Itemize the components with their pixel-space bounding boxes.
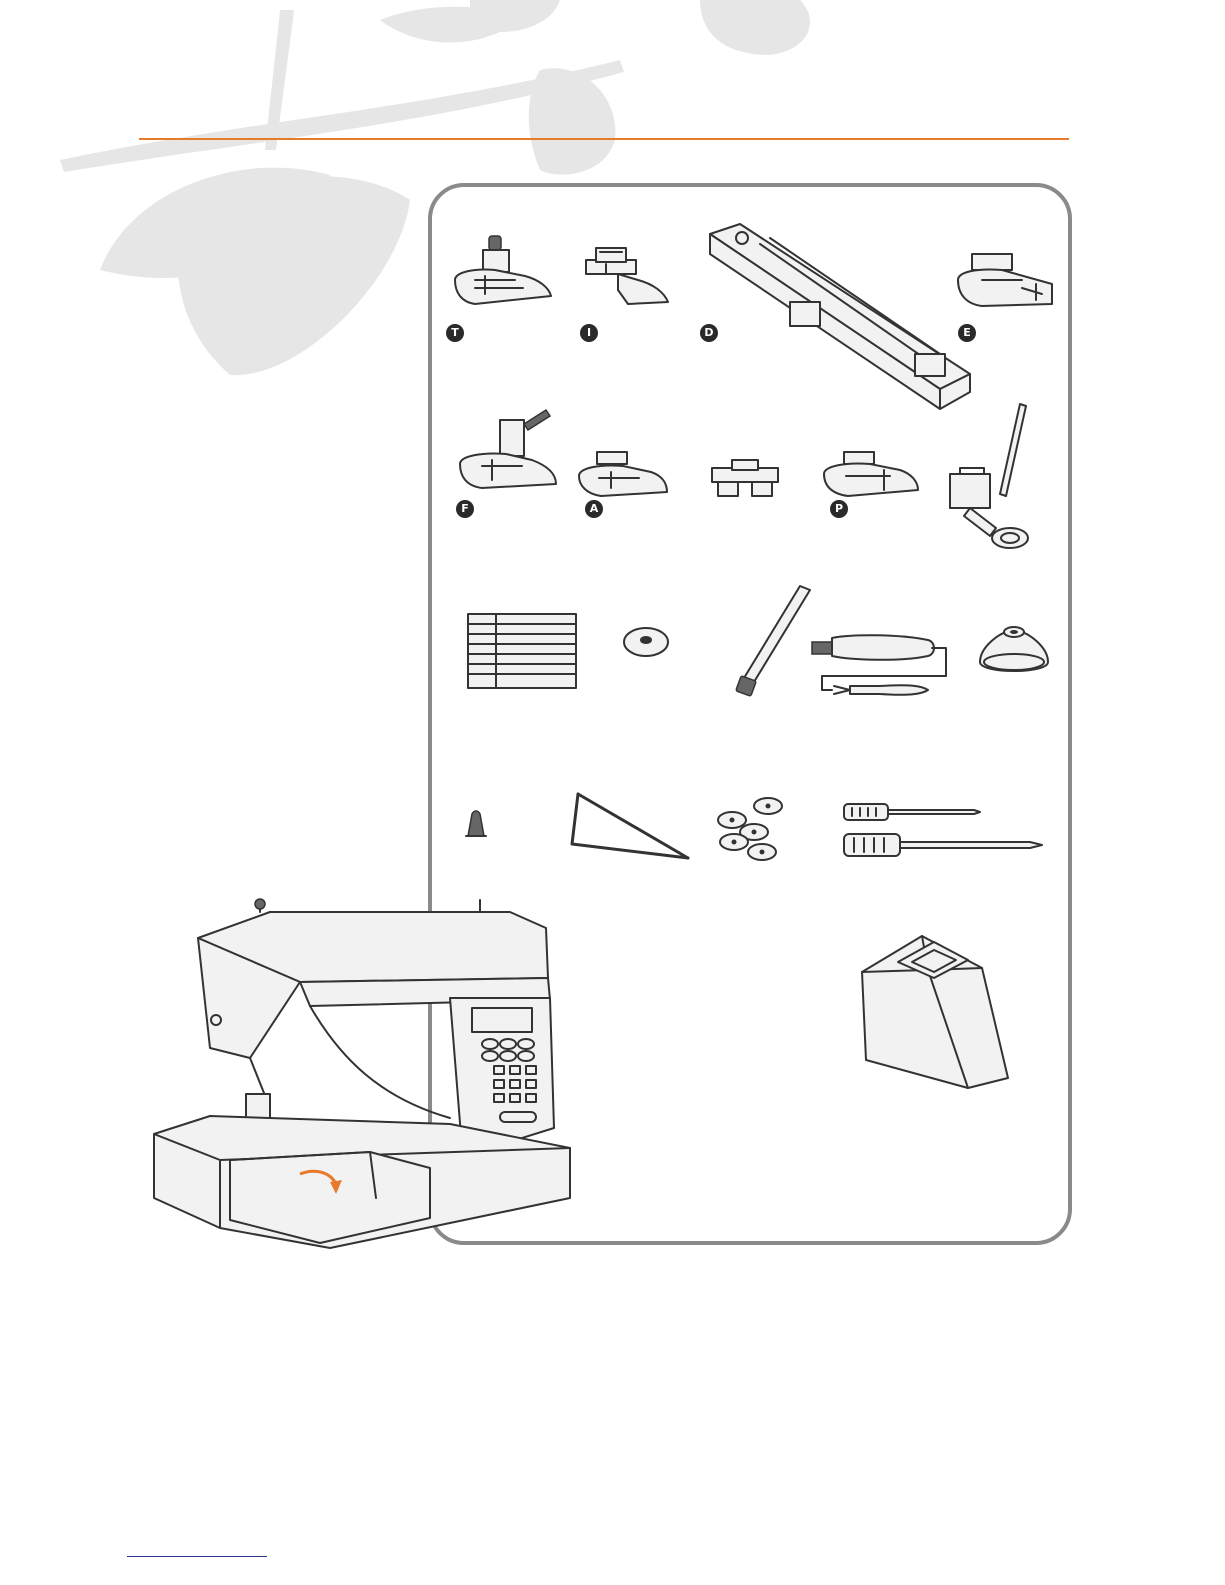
screwdrivers-icon [842,800,1047,865]
blind-hem-foot-icon [820,450,920,505]
foot-badge: T [446,324,464,342]
foot-badge: I [580,324,598,342]
zigzag-foot-icon [445,232,555,322]
spool-felt-icon [622,626,670,658]
spool-cap-icon [978,618,1050,680]
header-rule [139,138,1069,140]
foot-badge: D [700,324,718,342]
button-sewing-foot-icon [706,458,786,503]
footer-rule [127,1556,267,1557]
zipper-foot-icon [578,240,673,315]
seam-ripper-brush-icon [810,628,950,703]
bobbins-icon [712,792,792,864]
walking-foot-icon [452,400,562,500]
foot-badge: E [958,324,976,342]
dust-cover-icon [858,928,1018,1090]
spool-pin-icon [730,582,820,702]
sewing-machine-icon [150,898,580,1268]
foot-badge: A [585,500,603,518]
foot-badge: F [456,500,474,518]
overcasting-foot-icon [952,240,1062,315]
foot-badge: P [830,500,848,518]
satin-stitch-foot-icon [575,450,670,505]
quilting-guide-icon [568,790,693,865]
needle-pack-icon [466,612,578,690]
darning-foot-icon [940,400,1040,550]
buttonhole-foot-icon [700,214,975,414]
thread-net-icon [462,808,490,840]
